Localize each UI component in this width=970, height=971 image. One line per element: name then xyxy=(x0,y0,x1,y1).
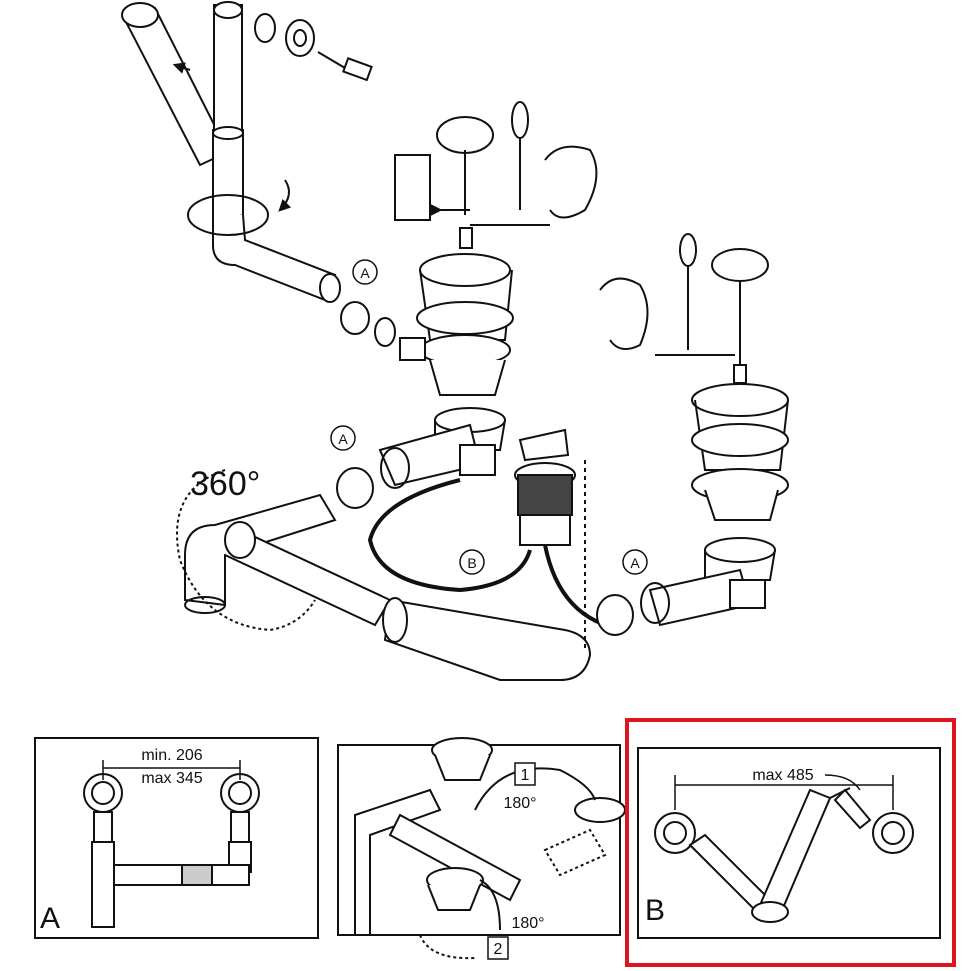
callout-a-1: A xyxy=(360,265,370,281)
panel-middle: 1 180° 180° 2 xyxy=(337,737,626,960)
overflow-pipe xyxy=(121,1,341,303)
panel-a-max-dimension: max 345 xyxy=(141,770,202,787)
callout-a-3: A xyxy=(630,555,640,571)
rotation-angle-label: 360° xyxy=(190,465,260,503)
trap-connector-upper xyxy=(336,301,506,509)
panel-a-min-dimension: min. 206 xyxy=(141,747,202,764)
main-labels: A A B A 360° xyxy=(190,259,648,575)
step-1-box: 1 xyxy=(521,767,530,784)
panel-b-highlight-frame xyxy=(625,718,956,967)
main-exploded-view xyxy=(121,1,789,681)
panel-b: max 485 B xyxy=(625,718,956,967)
panel-a-letter: A xyxy=(40,902,60,935)
strainer-basket-upper xyxy=(394,101,598,396)
panel-b-letter: B xyxy=(645,894,665,927)
callout-b: B xyxy=(467,555,476,571)
strainer-basket-lower xyxy=(596,233,789,636)
central-valve xyxy=(514,428,586,650)
angle-180-lower: 180° xyxy=(511,915,544,932)
main-drain-pipe xyxy=(382,597,592,681)
trap-elbow xyxy=(176,469,392,632)
panel-a: min. 206 max 345 A xyxy=(34,737,319,939)
step-2-box: 2 xyxy=(494,941,503,958)
overflow-cap-parts xyxy=(254,13,373,82)
angle-180-upper: 180° xyxy=(503,795,536,812)
panel-b-max-dimension: max 485 xyxy=(752,767,813,784)
callout-a-2: A xyxy=(338,431,348,447)
